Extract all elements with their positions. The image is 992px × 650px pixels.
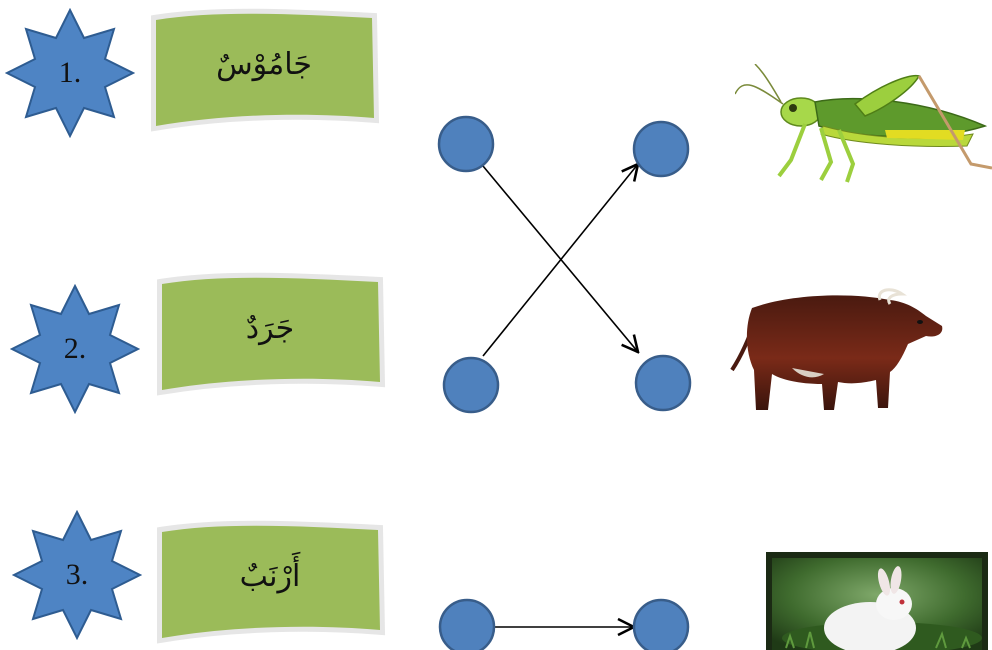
right-dot-2[interactable] bbox=[634, 354, 692, 412]
grasshopper-icon bbox=[735, 64, 992, 183]
left-dot-1[interactable] bbox=[437, 115, 495, 173]
arrow-left2-to-right1 bbox=[482, 164, 638, 357]
right-dot-1[interactable] bbox=[632, 120, 690, 178]
word-banner-2: جَرَدٌ bbox=[152, 270, 388, 400]
left-dot-3[interactable] bbox=[438, 598, 496, 650]
right-dot-3[interactable] bbox=[632, 598, 690, 650]
item-number: 2. bbox=[63, 332, 87, 365]
banner-shape-icon bbox=[157, 520, 386, 644]
number-badge-3: 3. bbox=[11, 509, 143, 641]
word-banner-3: أَرْنَبٌ bbox=[152, 518, 388, 648]
banner-shape-icon bbox=[151, 8, 380, 132]
item-number: 1. bbox=[58, 56, 82, 89]
banner-shape-icon bbox=[157, 272, 386, 396]
star-badge-icon bbox=[4, 7, 136, 139]
rabbit-photo-icon bbox=[766, 552, 988, 650]
word-banner-1: جَامُوْسٌ bbox=[146, 6, 382, 136]
arabic-word: جَامُوْسٌ bbox=[216, 46, 312, 82]
left-dot-2[interactable] bbox=[442, 356, 500, 414]
item-number: 3. bbox=[65, 558, 89, 591]
star-badge-icon bbox=[11, 509, 143, 641]
arabic-word: أَرْنَبٌ bbox=[239, 558, 301, 594]
arabic-word: جَرَدٌ bbox=[245, 310, 295, 346]
star-badge-icon bbox=[9, 283, 141, 415]
buffalo-icon bbox=[730, 288, 943, 410]
number-badge-1: 1. bbox=[4, 7, 136, 139]
number-badge-2: 2. bbox=[9, 283, 141, 415]
